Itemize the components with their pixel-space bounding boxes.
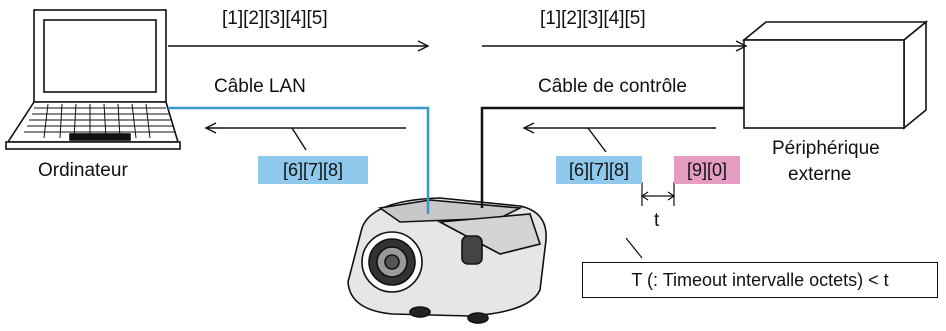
lan-cable-label: Câble LAN bbox=[214, 76, 306, 97]
response-arrow-left bbox=[204, 122, 406, 151]
request-arrow-right bbox=[482, 40, 748, 52]
control-cable bbox=[480, 106, 744, 208]
external-device-icon bbox=[741, 20, 929, 130]
gap-marker bbox=[625, 182, 676, 259]
lan-cable bbox=[168, 106, 430, 214]
t-label: t bbox=[654, 210, 660, 231]
timeout-box: T (: Timeout intervalle octets) < t bbox=[582, 262, 938, 298]
request-arrow-left bbox=[168, 40, 430, 52]
response-arrow-right bbox=[522, 122, 716, 153]
device-label-line2: externe bbox=[788, 164, 852, 185]
request-sequence-left: [1][2][3][4][5] bbox=[222, 8, 328, 29]
control-cable-label: Câble de contrôle bbox=[538, 76, 687, 97]
pink-sequence-box: [9][0] bbox=[674, 156, 740, 184]
request-sequence-right: [1][2][3][4][5] bbox=[540, 8, 646, 29]
device-label-line1: Périphérique bbox=[772, 138, 880, 159]
projector-icon bbox=[347, 197, 547, 324]
computer-label: Ordinateur bbox=[38, 160, 128, 181]
response-box-right: [6][7][8] bbox=[556, 156, 642, 184]
response-box-left: [6][7][8] bbox=[258, 156, 368, 184]
laptop-icon bbox=[5, 9, 181, 150]
